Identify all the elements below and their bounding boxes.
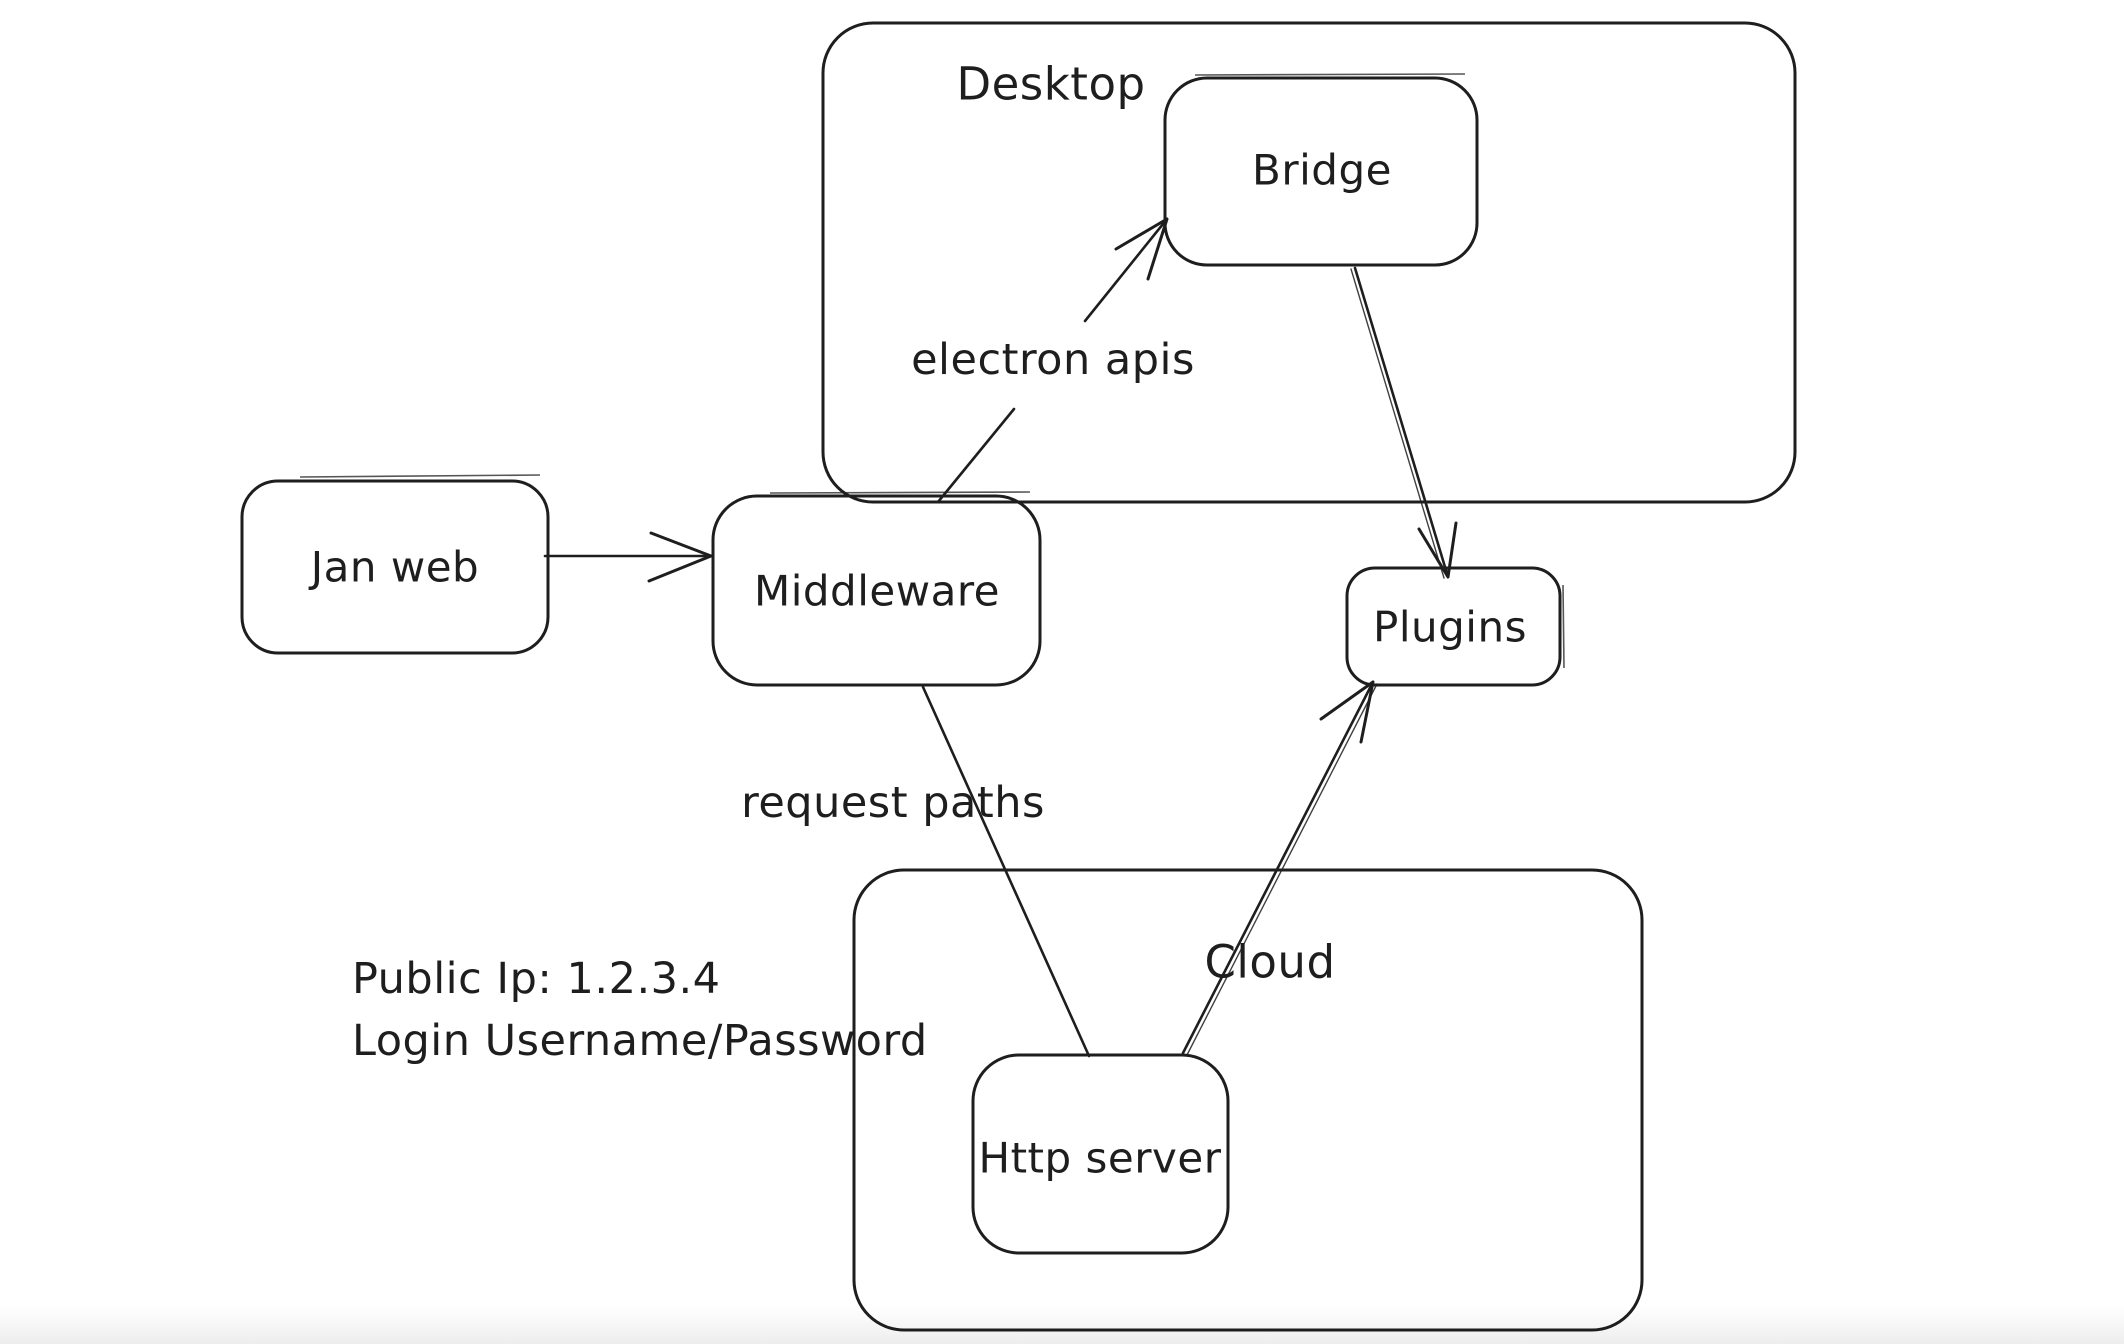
desktop-label: Desktop bbox=[956, 57, 1146, 111]
middleware-node bbox=[711, 494, 1042, 687]
plugins-node bbox=[1345, 566, 1562, 687]
desktop-container bbox=[821, 21, 1797, 504]
edge-middleware-httpserver bbox=[921, 685, 1091, 1058]
edge-middleware-bridge-upper bbox=[1083, 217, 1169, 323]
cloud-label: Cloud bbox=[1204, 935, 1336, 989]
bridge-label: Bridge bbox=[1252, 145, 1392, 195]
middleware-sketch-stroke bbox=[769, 491, 1031, 494]
edge-httpserver-plugins bbox=[1181, 680, 1375, 1055]
http-server-node bbox=[971, 1053, 1230, 1255]
http-server-label: Http server bbox=[978, 1133, 1222, 1183]
edge-httpserver-plugins-twin bbox=[1186, 683, 1378, 1056]
middleware-label: Middleware bbox=[753, 566, 1001, 616]
arrowhead-middleware-bridge bbox=[1114, 217, 1169, 281]
request-paths-edge-label: request paths bbox=[741, 778, 1045, 828]
edge-bridge-plugins-twin bbox=[1350, 268, 1445, 579]
arrowhead-bridge-plugins bbox=[1417, 521, 1458, 579]
credentials-annotation: Public Ip: 1.2.3.4 Login Username/Passwo… bbox=[352, 948, 928, 1072]
jan-web-sketch-stroke bbox=[299, 474, 541, 478]
jan-web-node bbox=[240, 479, 550, 655]
plugins-label: Plugins bbox=[1373, 602, 1527, 652]
edge-middleware-bridge-lower bbox=[936, 407, 1016, 504]
arrowhead-janweb-middleware bbox=[647, 531, 713, 583]
public-ip-line: Public Ip: 1.2.3.4 bbox=[352, 954, 721, 1004]
arrowhead-httpserver-plugins bbox=[1319, 680, 1375, 744]
bridge-node bbox=[1163, 76, 1479, 267]
jan-web-label: Jan web bbox=[310, 542, 480, 592]
plugins-sketch-stroke bbox=[1562, 584, 1565, 669]
cloud-container bbox=[852, 868, 1644, 1332]
edge-bridge-plugins bbox=[1353, 266, 1450, 579]
login-line: Login Username/Password bbox=[352, 1016, 928, 1066]
electron-apis-edge-label: electron apis bbox=[911, 335, 1195, 385]
bridge-sketch-stroke bbox=[1194, 73, 1466, 76]
